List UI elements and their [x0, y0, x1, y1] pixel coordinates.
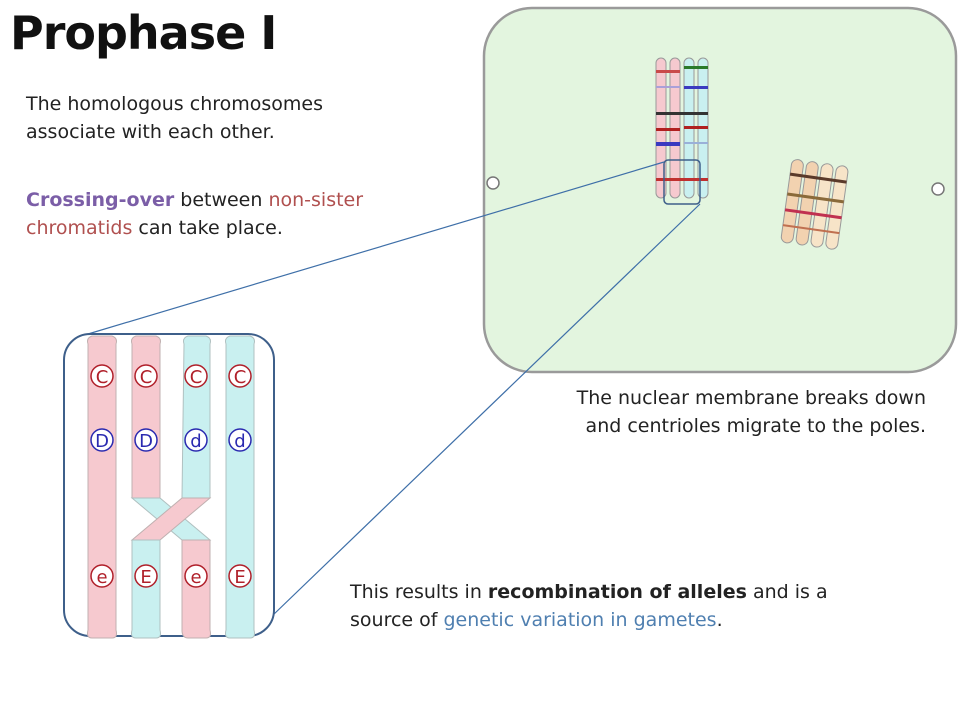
chromatids-term: chromatids	[26, 217, 133, 239]
centriole-right	[931, 182, 945, 196]
results-pre: This results in	[350, 581, 488, 603]
recombination-line-1: This results in recombination of alleles…	[350, 578, 828, 606]
allele-label: e	[96, 567, 107, 588]
membrane-caption: The nuclear membrane breaks down and cen…	[577, 384, 926, 440]
allele-circle	[228, 564, 252, 588]
genetic-variation-term: genetic variation in gametes	[443, 609, 717, 631]
cell-body	[482, 6, 958, 374]
allele-circle	[134, 364, 158, 388]
allele-circle	[90, 428, 114, 452]
allele-label: d	[234, 431, 245, 452]
allele-markers: C C C C D D d d e E e E	[90, 364, 252, 588]
centriole-left	[486, 176, 500, 190]
take-place-text: can take place.	[132, 217, 283, 239]
allele-circle	[184, 564, 208, 588]
non-sister-term: non-sister	[268, 189, 364, 211]
recombination-line-2: source of genetic variation in gametes.	[350, 606, 828, 634]
homologous-text: The homologous chromosomes associate wit…	[26, 90, 323, 146]
period: .	[716, 609, 723, 631]
zoomed-crossover-panel	[63, 333, 275, 639]
zoom-line-top	[87, 161, 665, 335]
slide-title: Prophase I	[10, 6, 277, 60]
allele-circle	[90, 564, 114, 588]
allele-label: D	[139, 431, 153, 452]
allele-circle	[134, 564, 158, 588]
recombination-caption: This results in recombination of alleles…	[350, 578, 828, 634]
allele-circle	[184, 364, 208, 388]
allele-label: C	[234, 367, 247, 388]
homologous-line-1: The homologous chromosomes	[26, 93, 324, 115]
allele-label: E	[140, 567, 151, 588]
allele-circle	[228, 428, 252, 452]
allele-label: D	[95, 431, 109, 452]
chromosome-pair-upper	[655, 57, 709, 199]
results-mid: and is a	[746, 581, 828, 603]
crossing-over-term: Crossing-over	[26, 189, 175, 211]
between-word: between	[174, 189, 269, 211]
homologous-line-2: associate with each other.	[26, 121, 275, 143]
allele-label: C	[140, 367, 153, 388]
crossing-line-1: Crossing-over between non-sister	[26, 186, 363, 214]
allele-label: E	[234, 567, 245, 588]
membrane-line-2: and centrioles migrate to the poles.	[585, 415, 926, 437]
allele-label: d	[190, 431, 201, 452]
crossing-line-2: chromatids can take place.	[26, 214, 363, 242]
allele-circle	[228, 364, 252, 388]
allele-circle	[90, 364, 114, 388]
allele-label: C	[96, 367, 109, 388]
zoom-line-bottom	[271, 203, 701, 617]
allele-circle	[134, 428, 158, 452]
allele-label: C	[190, 367, 203, 388]
recombination-term: recombination of alleles	[487, 581, 747, 603]
chromosome-pair-lower	[780, 159, 849, 250]
crossing-over-text: Crossing-over between non-sister chromat…	[26, 186, 363, 242]
allele-circle	[184, 428, 208, 452]
membrane-line-1: The nuclear membrane breaks down	[576, 387, 926, 409]
zoom-marker	[663, 159, 701, 205]
allele-label: e	[190, 567, 201, 588]
source-pre: source of	[350, 609, 444, 631]
